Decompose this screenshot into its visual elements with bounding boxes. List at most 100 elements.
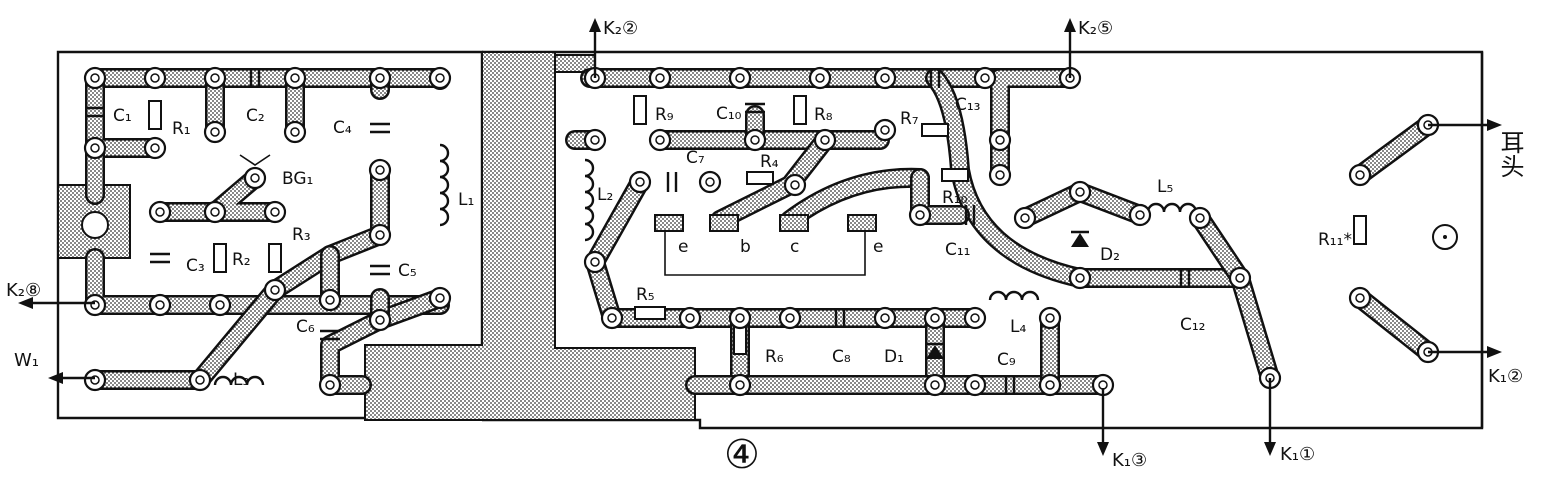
connector-k1-1: K₁① [1280,444,1315,465]
label-c8: C₈ [832,347,851,367]
pad-hole [735,73,745,83]
label-l1: L₁ [458,190,474,210]
pad-hole [590,257,600,267]
track-outline [925,68,1250,288]
label-r1: R₁ [172,119,191,139]
connector-k1-2: K₁② [1488,366,1523,387]
socket-wire [664,230,866,276]
pad-hole [90,143,100,153]
inductor-l2-icon [584,158,595,242]
pad-hole [195,375,205,385]
mounting-hole-center [1443,235,1447,239]
resistor-icon [793,95,807,125]
resistor-icon [268,243,282,273]
label-r10: R₁₀ [942,188,968,208]
label-r8: R₈ [814,105,833,125]
transistor-socket [779,214,809,232]
connector-labels: K₂② K₂⑤ K₂⑧ W₁ K₁③ K₁① K₁② 耳头 [6,18,1524,471]
pad-hole [607,313,617,323]
label-c7: C₇ [686,148,705,168]
connector-arrows [18,18,1502,456]
pad-hole [655,73,665,83]
label-d2: D₂ [1100,245,1120,265]
label-r11: R₁₁* [1318,230,1352,250]
pad-hole [375,230,385,240]
resistor-icon [746,171,774,185]
label-r7: R₇ [900,109,919,129]
pad-hole [705,177,715,187]
pad-hole [150,143,160,153]
track-fill [992,70,1078,183]
label-c9: C₉ [997,350,1016,370]
pad-hole [915,210,925,220]
label-r3: R₃ [292,225,311,245]
resistor-icon [213,243,227,273]
label-c6: C₆ [296,317,315,337]
pad-hole [155,207,165,217]
pad-hole [290,73,300,83]
label-c2: C₂ [246,106,265,126]
connector-k1-3: K₁③ [1112,450,1147,471]
resistor-icon [634,306,666,320]
label-r4: R₄ [760,152,779,172]
pad-hole [215,300,225,310]
pad-hole [880,125,890,135]
label-d1: D₁ [884,347,904,367]
pad-hole [210,127,220,137]
pad-hole [210,73,220,83]
pad-hole [1098,380,1108,390]
pad-hole [970,380,980,390]
diode-icon [1071,233,1089,247]
resistor-icon [633,95,647,125]
pad-hole [635,177,645,187]
label-b: b [740,237,751,257]
inductor-l4-icon [988,290,1040,301]
label-r2: R₂ [232,250,251,270]
transistor-socket [847,214,877,232]
pad-hole [735,380,745,390]
pad-hole [325,295,335,305]
resistor-icon [733,325,747,355]
pad-hole [590,135,600,145]
label-r6: R₆ [765,347,784,367]
pad-hole [970,313,980,323]
pad-hole [1020,213,1030,223]
label-bg1: BG₁ [282,169,313,189]
pad-hole [1075,187,1085,197]
connector-k2-5: K₂⑤ [1078,18,1113,39]
label-c12: C₁₂ [1180,315,1206,335]
pad-hole [210,207,220,217]
pad-hole [735,313,745,323]
pad-hole [930,380,940,390]
pad-hole [375,73,385,83]
resistor-icon [941,168,969,182]
resistor-icon [1353,215,1367,245]
connector-k2-8: K₂⑧ [6,280,41,301]
pad-hole [750,135,760,145]
diode-icon [926,345,944,359]
connector-w1: W₁ [14,350,39,371]
label-l5: L₅ [1157,177,1173,197]
track-fill [1352,117,1436,183]
pad-hole [1135,210,1145,220]
label-c: c [790,237,799,257]
inductor-l5-icon [1146,202,1198,213]
ground-plane [57,51,696,421]
label-l4: L₄ [1010,317,1026,337]
pad-hole [270,207,280,217]
pad-hole [820,135,830,145]
pad-hole [270,285,280,295]
track-fill [1192,210,1278,386]
pad-hole [1235,273,1245,283]
label-c10: C₁₀ [716,104,742,124]
pad-hole [290,127,300,137]
label-c1: C₁ [113,106,132,126]
label-e1: e [678,237,688,257]
track-fill [927,70,1248,286]
track-fill [782,170,928,228]
transistor-socket [654,214,684,232]
pad-hole [930,313,940,323]
pad-hole [435,293,445,303]
inductor-l3-icon [213,375,265,386]
